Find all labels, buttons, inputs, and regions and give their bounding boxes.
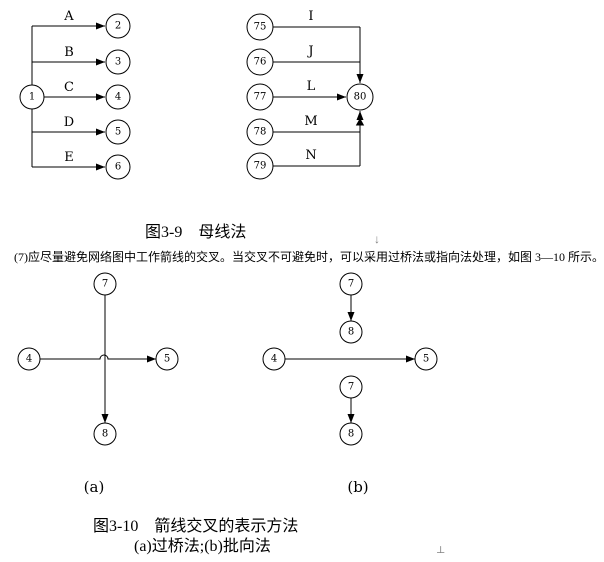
node-number: 77 [254, 92, 267, 103]
event-node [17, 347, 41, 371]
event-node [246, 83, 274, 111]
fig39-caption: 图3-9 母线法 [145, 224, 247, 241]
event-node [246, 118, 274, 146]
event-node [246, 48, 274, 76]
node-number: 75 [254, 22, 267, 33]
event-node [105, 13, 131, 39]
node-number: 5 [164, 354, 170, 365]
fig310a-diagram: 7 4 5 8 (a) [17, 272, 179, 496]
event-node [155, 347, 179, 371]
node-number: 4 [26, 354, 32, 365]
second-up-arrowhead [355, 118, 365, 126]
node-number: 8 [348, 327, 354, 338]
node-number: 4 [115, 92, 121, 103]
edge-label: B [64, 45, 74, 60]
scroll-down-arrow-icon: ↓ [374, 232, 380, 246]
node-number: 1 [29, 92, 35, 103]
event-node [105, 154, 131, 180]
event-node [105, 49, 131, 75]
rule-paragraph: (7)应尽量避免网络图中工作箭线的交叉。当交叉不可避免时，可以采用过桥法或指向法… [14, 250, 604, 264]
edge-label: L [307, 79, 316, 94]
event-node [246, 13, 274, 41]
event-node [339, 422, 363, 446]
edge-label: I [308, 9, 313, 24]
node-number: 7 [102, 279, 108, 290]
node-number: 5 [115, 127, 121, 138]
event-node [246, 152, 274, 180]
fig310-caption-line2: (a)过桥法;(b)批向法 [134, 538, 271, 555]
fig39-left-diagram: A B C D E 1 2 3 4 5 6 [19, 9, 131, 180]
event-node [105, 84, 131, 110]
node-number: 8 [102, 429, 108, 440]
event-node [339, 320, 363, 344]
edge-label: D [64, 115, 74, 130]
fig39-right-diagram: I J L M N 75 76 77 78 79 80 [246, 9, 374, 180]
fig310b-diagram: 7 8 4 5 7 8 (b) [262, 272, 438, 496]
subfigure-a-label: (a) [84, 478, 105, 496]
node-number: 6 [115, 162, 121, 173]
edge-label: J [306, 44, 313, 59]
node-number: 3 [115, 57, 121, 68]
arrow-4-5-with-bridge [40, 354, 156, 363]
node-number: 79 [254, 161, 267, 172]
node-number: 5 [423, 354, 429, 365]
event-node [93, 422, 117, 446]
event-node [105, 119, 131, 145]
node-number: 78 [254, 127, 267, 138]
edge-label: N [305, 148, 316, 163]
node-number: 76 [254, 57, 267, 68]
cursor-mark-icon: ⊥ [436, 545, 446, 556]
edge-label: M [304, 114, 317, 129]
node-number: 7 [348, 279, 354, 290]
node-number: 2 [115, 21, 121, 32]
event-node [19, 84, 45, 110]
subfigure-b-label: (b) [347, 478, 368, 496]
node-number: 7 [348, 382, 354, 393]
event-node [339, 272, 363, 296]
edge-label: E [64, 150, 74, 165]
node-number: 4 [271, 354, 277, 365]
edge-label: C [64, 80, 74, 95]
node-number: 80 [354, 92, 367, 103]
event-node [262, 347, 286, 371]
event-node [346, 83, 374, 111]
edge-label: A [63, 9, 74, 24]
event-node [414, 347, 438, 371]
fig310-caption-line1: 图3-10 箭线交叉的表示方法 [93, 518, 299, 535]
event-node [93, 272, 117, 296]
event-node [339, 375, 363, 399]
node-number: 8 [348, 429, 354, 440]
